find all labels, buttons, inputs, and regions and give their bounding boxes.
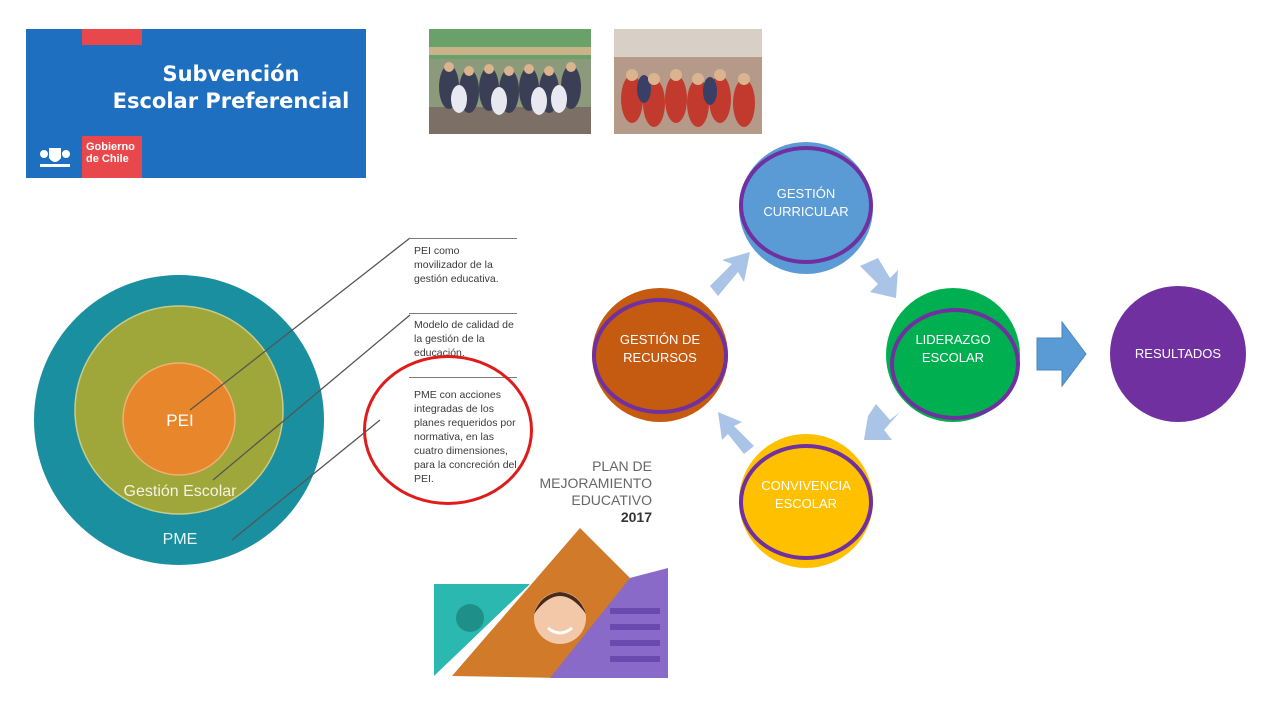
node-liderazgo-escolar: LIDERAZGO ESCOLAR: [886, 288, 1020, 422]
node-ring: [739, 146, 873, 264]
cycle-arrows: [710, 252, 1087, 454]
node-gestion-curricular: GESTIÓN CURRICULAR: [739, 142, 873, 274]
node-ring: [592, 298, 728, 414]
logo-title-line1: Subvención: [162, 62, 300, 86]
plan-collage-graphic: [434, 528, 668, 678]
pei-circle: [122, 362, 236, 476]
leader-line-pme: [231, 419, 381, 541]
plan-title: PLAN DE MEJORAMIENTO EDUCATIVO 2017: [539, 458, 652, 525]
pme-label: PME: [162, 531, 198, 548]
node-resultados: RESULTADOS: [1110, 286, 1246, 422]
arrow-to-resultados: [1036, 320, 1087, 388]
leader-line-gestion: [212, 314, 411, 481]
arrow-recursos-to-curricular: [710, 252, 750, 296]
callout-modelo: Modelo de calidad de la gestión de la ed…: [414, 319, 514, 356]
node-ring: [739, 444, 873, 560]
gobierno-label: Gobierno de Chile: [82, 136, 142, 178]
arrow-curricular-to-liderazgo: [860, 258, 898, 298]
callout-rule-1: [409, 238, 517, 239]
chile-coat-of-arms-icon: [40, 148, 70, 167]
node-ring: [890, 308, 1020, 420]
arrow-convivencia-to-recursos: [718, 412, 754, 454]
callout-rule-2: [409, 313, 517, 314]
gobierno-logo: Gobierno de Chile: [26, 136, 142, 178]
node-convivencia-escolar: CONVIVENCIA ESCOLAR: [739, 434, 873, 568]
leader-line-pei: [189, 237, 411, 411]
gestion-escolar-label: Gestión Escolar: [123, 483, 237, 500]
red-highlight-ellipse: [363, 355, 533, 505]
logo-red-tab: [82, 29, 142, 45]
sep-logo-banner: Subvención Escolar Preferencial Gobierno…: [26, 29, 366, 178]
logo-title-line2: Escolar Preferencial: [112, 89, 350, 113]
arrow-liderazgo-to-convivencia: [864, 404, 900, 440]
pei-label: PEI: [166, 411, 194, 430]
concentric-diagram: [34, 237, 411, 565]
students-photo-2: [614, 29, 762, 134]
logo-title: Subvención Escolar Preferencial: [96, 61, 366, 115]
students-photo-1: [429, 29, 591, 134]
callout-pei: PEI como movilizador de la gestión educa…: [414, 245, 499, 285]
node-gestion-recursos: GESTIÓN DE RECURSOS: [592, 288, 728, 422]
